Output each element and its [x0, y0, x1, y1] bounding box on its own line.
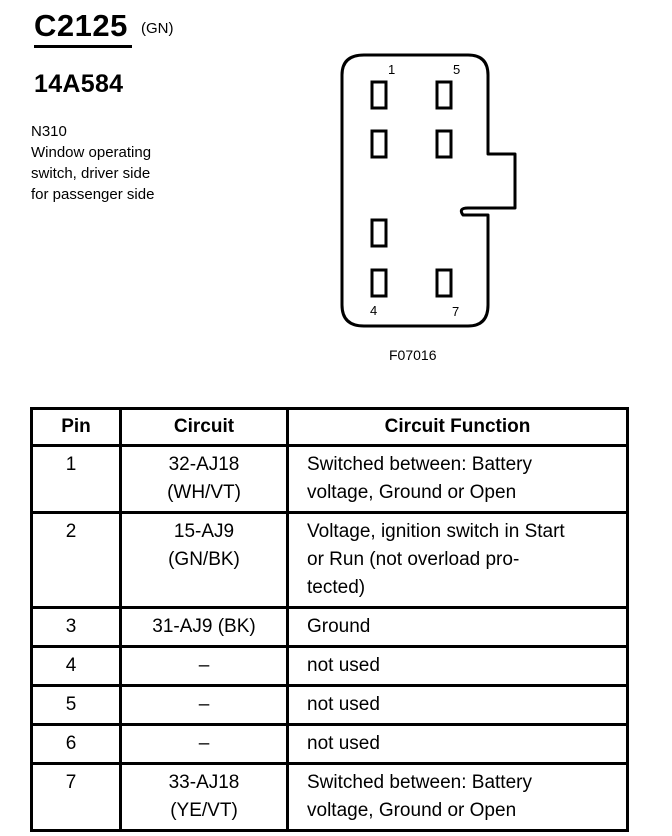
circuit-line: 15-AJ9 [173, 521, 235, 542]
pin-cell: 5 [30, 684, 122, 726]
circuit-line: – [198, 733, 210, 754]
pin-cavity-5 [435, 80, 453, 110]
circuit-line: (GN/BK) [168, 549, 240, 570]
description-code: N310 [31, 123, 67, 140]
pin-cavity-1 [370, 80, 388, 110]
connector-id-underline [34, 45, 132, 48]
table-row: 6 – not used [30, 723, 629, 765]
connector-housing-outline [340, 53, 517, 328]
pin-label-1: 1 [388, 62, 395, 77]
pin-cavity-3 [370, 218, 388, 248]
function-cell: Voltage, ignition switch in Start or Run … [286, 511, 629, 609]
table-row: 5 – not used [30, 684, 629, 726]
column-header-circuit: Circuit [119, 407, 289, 447]
circuit-cell: – [119, 723, 289, 765]
table-row: 7 33-AJ18 (YE/VT) Switched between: Batte… [30, 762, 629, 832]
table-row: 3 31-AJ9 (BK) Ground [30, 606, 629, 648]
connector-face-diagram: 1 5 4 7 [340, 53, 517, 328]
function-cell: Ground [286, 606, 629, 648]
function-cell: Switched between: Battery voltage, Ground… [286, 444, 629, 514]
circuit-line: – [198, 694, 210, 715]
column-header-circuit-function: Circuit Function [286, 407, 629, 447]
pin-cavity-2 [370, 129, 388, 159]
pin-table: Pin Circuit Circuit Function 1 32-AJ18 (W… [30, 407, 629, 832]
function-cell: not used [286, 645, 629, 687]
function-line: Voltage, ignition switch in Start [307, 521, 565, 542]
circuit-line: (YE/VT) [170, 800, 238, 821]
pin-cavity-6 [435, 129, 453, 159]
function-cell: Switched between: Battery voltage, Ground… [286, 762, 629, 832]
function-line: not used [307, 733, 380, 754]
function-line: not used [307, 655, 380, 676]
circuit-cell: 33-AJ18 (YE/VT) [119, 762, 289, 832]
description-line: switch, driver side [31, 165, 151, 182]
circuit-cell: 31-AJ9 (BK) [119, 606, 289, 648]
function-line: not used [307, 694, 380, 715]
function-line: Ground [307, 616, 371, 637]
circuit-cell: – [119, 684, 289, 726]
connector-color: (GN) [141, 20, 174, 37]
circuit-cell: 15-AJ9 (GN/BK) [119, 511, 289, 609]
circuit-line: 32-AJ18 [168, 454, 240, 475]
description-line: Window operating [31, 144, 152, 161]
pin-cell: 2 [30, 511, 122, 609]
circuit-line: 31-AJ9 (BK) [152, 616, 256, 637]
function-line: tected) [307, 577, 366, 598]
pin-label-4: 4 [370, 303, 377, 318]
function-line: voltage, Ground or Open [307, 800, 517, 821]
table-header-row: Pin Circuit Circuit Function [30, 407, 629, 447]
table-row: 2 15-AJ9 (GN/BK) Voltage, ignition switch… [30, 511, 629, 609]
pin-cell: 7 [30, 762, 122, 832]
table-row: 1 32-AJ18 (WH/VT) Switched between: Batte… [30, 444, 629, 514]
table-row: 4 – not used [30, 645, 629, 687]
circuit-cell: – [119, 645, 289, 687]
pin-cavity-4 [370, 268, 388, 298]
connector-id: C2125 [34, 8, 128, 43]
pin-cell: 6 [30, 723, 122, 765]
function-line: or Run (not overload pro- [307, 549, 520, 570]
description-line: for passenger side [31, 186, 155, 203]
pin-cell: 1 [30, 444, 122, 514]
circuit-line: 33-AJ18 [168, 772, 240, 793]
pin-cavity-7 [435, 268, 453, 298]
pin-cell: 4 [30, 645, 122, 687]
circuit-cell: 32-AJ18 (WH/VT) [119, 444, 289, 514]
function-line: Switched between: Battery [307, 772, 532, 793]
function-line: Switched between: Battery [307, 454, 532, 475]
function-cell: not used [286, 684, 629, 726]
pin-label-7: 7 [452, 304, 459, 319]
circuit-line: (WH/VT) [167, 482, 241, 503]
part-number: 14A584 [34, 70, 124, 98]
function-cell: not used [286, 723, 629, 765]
circuit-line: – [198, 655, 210, 676]
figure-id: F07016 [389, 347, 437, 363]
column-header-pin: Pin [30, 407, 122, 447]
function-line: voltage, Ground or Open [307, 482, 517, 503]
pin-cell: 3 [30, 606, 122, 648]
pin-label-5: 5 [453, 62, 460, 77]
